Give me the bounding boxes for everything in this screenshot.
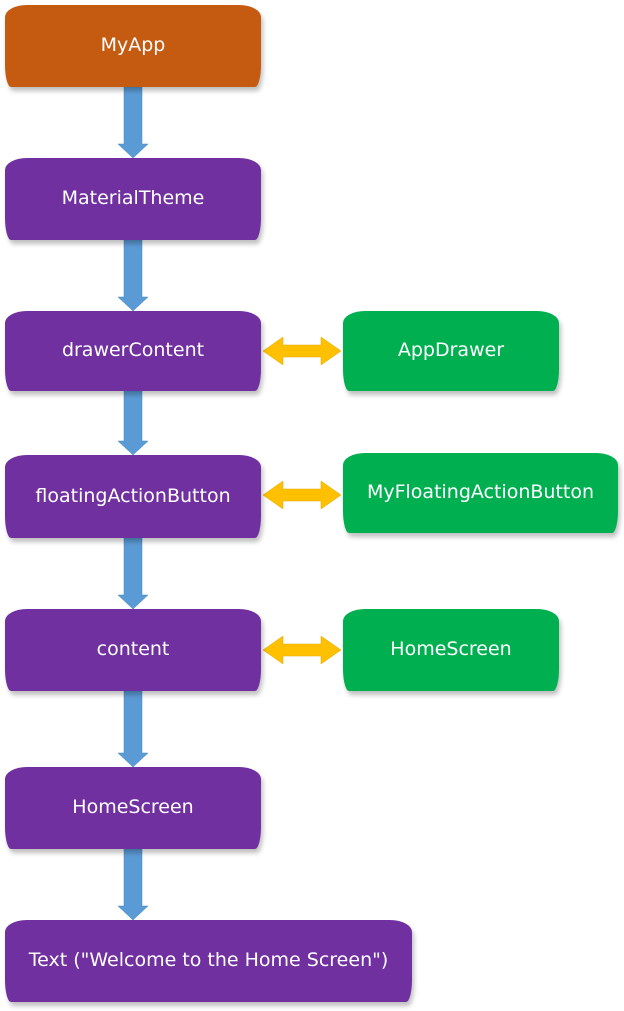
node-homescreen: HomeScreen bbox=[5, 767, 261, 849]
node-homescreen-target: HomeScreen bbox=[343, 609, 559, 691]
node-myapp: MyApp bbox=[5, 5, 261, 87]
flow-arrow-homescreen-to-text bbox=[117, 848, 149, 921]
link-arrow-drawercontent-appdrawer bbox=[262, 336, 342, 366]
node-drawercontent: drawerContent bbox=[5, 311, 261, 391]
node-text: Text ("Welcome to the Home Screen") bbox=[5, 920, 412, 1002]
flow-arrow-materialtheme-to-drawercontent bbox=[117, 239, 149, 312]
link-arrow-content-homescreen-target bbox=[262, 635, 342, 665]
node-floatingactionbutton: floatingActionButton bbox=[5, 455, 261, 538]
flow-arrow-myapp-to-materialtheme bbox=[117, 86, 149, 159]
node-content: content bbox=[5, 609, 261, 691]
flow-arrow-floatingactionbutton-to-content bbox=[117, 537, 149, 610]
flow-arrow-content-to-homescreen bbox=[117, 690, 149, 768]
link-arrow-floatingactionbutton-myfab bbox=[262, 480, 342, 510]
node-materialtheme: MaterialTheme bbox=[5, 158, 261, 240]
node-appdrawer: AppDrawer bbox=[343, 311, 559, 391]
node-myfloatingactionbutton: MyFloatingActionButton bbox=[343, 453, 618, 533]
flow-arrow-drawercontent-to-floatingactionbutton bbox=[117, 390, 149, 456]
